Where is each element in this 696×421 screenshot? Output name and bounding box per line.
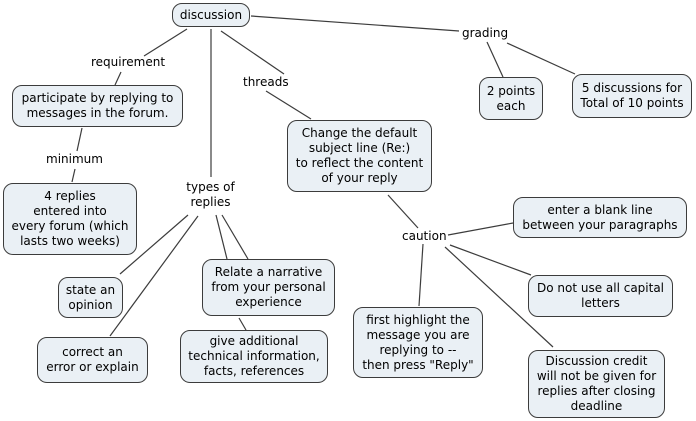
connector-line — [506, 42, 576, 75]
node-four-replies[interactable]: 4 replies entered into every forum (whic… — [3, 183, 137, 255]
connector-line — [215, 214, 228, 260]
connector-line — [250, 15, 460, 32]
connector-line — [449, 244, 532, 276]
label-grading[interactable]: grading — [462, 26, 509, 40]
connector-line — [444, 246, 554, 348]
node-five-discussions[interactable]: 5 discussions for Total of 10 points — [572, 74, 692, 118]
connector-line — [265, 90, 312, 120]
node-change-subject[interactable]: Change the default subject line (Re:) to… — [287, 120, 432, 192]
node-relate-narrative[interactable]: Relate a narrative from your personal ex… — [202, 259, 335, 316]
label-requirement[interactable]: requirement — [91, 55, 166, 69]
node-state-opinion[interactable]: state an opinion — [58, 277, 123, 318]
node-first-highlight[interactable]: first highlight the message you are repl… — [353, 307, 483, 378]
label-caution[interactable]: caution — [402, 229, 447, 243]
connector-line — [447, 222, 514, 236]
node-discussion[interactable]: discussion — [172, 3, 250, 27]
node-give-additional[interactable]: give additional technical information, f… — [180, 330, 328, 383]
node-correct-error[interactable]: correct an error or explain — [37, 337, 148, 383]
node-two-points[interactable]: 2 points each — [479, 77, 543, 120]
connector-line — [387, 194, 419, 229]
node-enter-blank-line[interactable]: enter a blank line between your paragrap… — [513, 197, 687, 238]
connector-line — [114, 71, 122, 86]
label-types-of-replies[interactable]: types of replies — [186, 180, 235, 209]
connector-line — [143, 28, 188, 57]
connector-line — [486, 41, 504, 78]
connector-line — [76, 127, 83, 152]
connector-line — [119, 214, 189, 275]
label-minimum[interactable]: minimum — [46, 152, 103, 166]
connector-line — [238, 317, 247, 331]
label-threads[interactable]: threads — [243, 75, 289, 89]
node-credit-deadline[interactable]: Discussion credit will not be given for … — [528, 350, 665, 418]
node-no-capitals[interactable]: Do not use all capital letters — [528, 275, 673, 317]
connector-line — [220, 30, 285, 75]
connector-line — [418, 243, 424, 307]
connector-line — [221, 214, 249, 260]
connector-line — [109, 215, 199, 337]
node-participate[interactable]: participate by replying to messages in t… — [12, 85, 183, 127]
connector-line — [71, 168, 76, 183]
